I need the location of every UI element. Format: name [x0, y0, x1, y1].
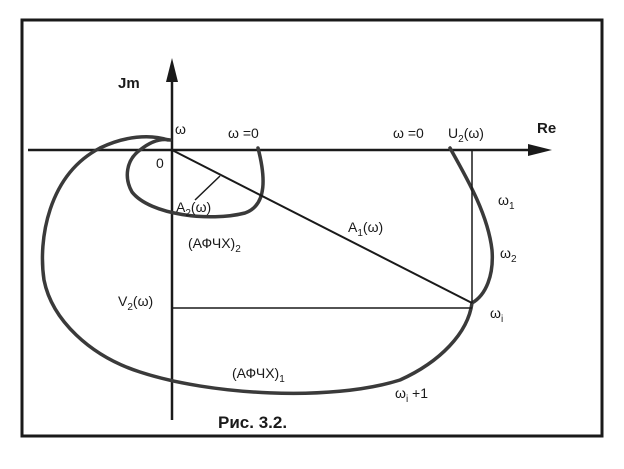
frame — [20, 18, 604, 438]
a2-leader-line — [194, 175, 221, 201]
omega-top-label: ω — [175, 121, 186, 137]
omegai1-label: ωi +1 — [395, 385, 428, 405]
a1-radius-line — [171, 149, 473, 304]
curve-afchx1 — [40, 134, 495, 396]
figure-caption: Рис. 3.2. — [218, 413, 287, 432]
omega1-label: ω1 — [498, 192, 515, 212]
omega-zero-inner-label: ω =0 — [228, 125, 259, 141]
a1-label: A1(ω) — [348, 219, 383, 239]
imag-axis-label: Jm — [118, 75, 140, 92]
v2-label: V2(ω) — [118, 293, 153, 313]
origin-label: 0 — [156, 155, 164, 171]
imag-axis-arrow — [166, 58, 178, 82]
omega2-label: ω2 — [500, 245, 517, 265]
omega-zero-outer-label: ω =0 — [393, 125, 424, 141]
curve-afchx2 — [125, 137, 265, 219]
real-axis-arrow — [528, 144, 552, 156]
omegai-label: ωi — [490, 305, 503, 325]
afchx1-label: (АФЧХ)1 — [232, 365, 285, 385]
a2-label: A2(ω) — [176, 199, 211, 219]
u2-label: U2(ω) — [448, 125, 484, 145]
real-axis-label: Re — [537, 120, 556, 137]
afchx2-label: (АФЧХ)2 — [188, 235, 241, 255]
